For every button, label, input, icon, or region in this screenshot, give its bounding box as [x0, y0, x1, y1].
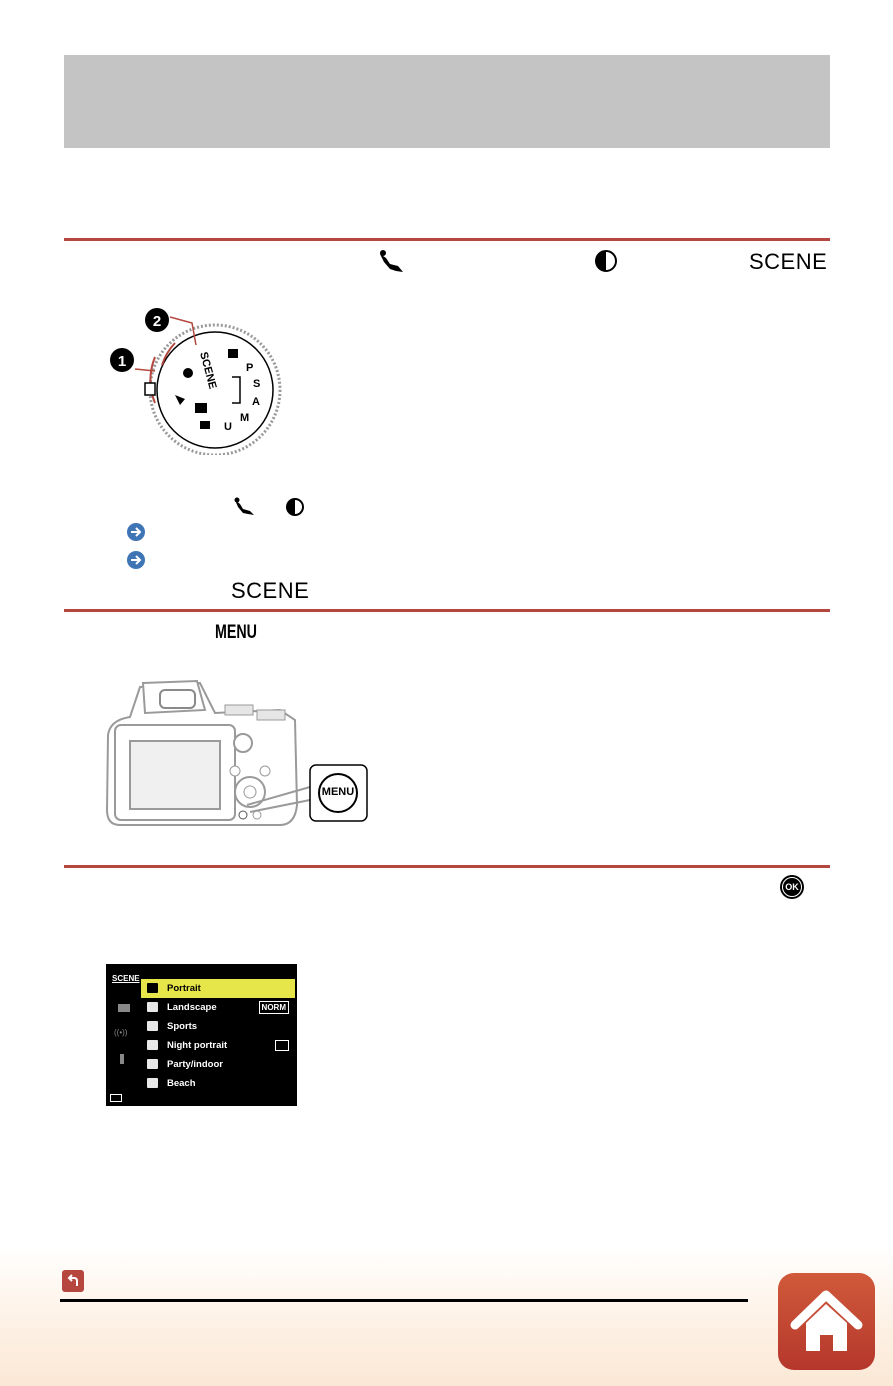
dial-p-label: P — [246, 362, 253, 374]
callout-2-label: 2 — [153, 313, 161, 330]
home-icon — [790, 1290, 863, 1351]
callout-1-badge — [110, 348, 134, 372]
callout-2-badge — [145, 308, 169, 332]
menu-item-portrait[interactable]: Portrait — [141, 979, 295, 998]
page-footer — [0, 1245, 893, 1386]
dial-m-label: M — [240, 412, 249, 424]
scene-mode-label: SCENE — [749, 249, 828, 274]
moon-icon — [286, 498, 304, 516]
menu-item-landscape[interactable]: Landscape NORM — [141, 998, 295, 1017]
scene-menu-screen: SCENE ((•)) Portrait Landscape NORM Spor… — [106, 964, 297, 1106]
home-button[interactable] — [778, 1273, 875, 1370]
image-quality-badge: NORM — [258, 1001, 289, 1014]
dial-a-label: A — [252, 396, 260, 408]
callout-1-label: 1 — [118, 353, 126, 370]
menu-button-label: MENU — [215, 622, 257, 643]
mode-dial-illustration: 1 2 SCENE P S A M U — [110, 308, 282, 455]
menu-item-night-portrait[interactable]: Night portrait — [141, 1036, 295, 1055]
menu-sidebar — [106, 964, 141, 1106]
menu-item-sports[interactable]: Sports — [141, 1017, 295, 1036]
page-header-band — [64, 55, 830, 148]
footer-rule — [60, 1299, 748, 1302]
moon-icon — [595, 250, 617, 272]
ok-button-label: OK — [782, 877, 802, 897]
battery-icon — [110, 1094, 122, 1102]
back-icon[interactable] — [62, 1270, 84, 1292]
menu-item-beach[interactable]: Beach — [141, 1074, 295, 1093]
ok-button-icon: OK — [780, 875, 804, 899]
bird-icon — [234, 497, 254, 515]
sidebar-scene-label: SCENE — [112, 974, 140, 983]
dial-u-label: U — [224, 421, 232, 433]
image-size-icon — [275, 1040, 289, 1051]
dial-s-label: S — [253, 378, 260, 390]
menu-item-party-indoor[interactable]: Party/indoor — [141, 1055, 295, 1074]
step-2-divider — [64, 609, 830, 612]
link-arrow-icon[interactable] — [127, 551, 145, 569]
bird-icon — [380, 250, 403, 272]
movie-icon — [118, 1004, 130, 1012]
menu-callout-label: MENU — [321, 786, 355, 798]
wireless-icon: ((•)) — [114, 1028, 128, 1037]
step-3-divider — [64, 865, 830, 868]
wrench-icon — [120, 1054, 124, 1064]
step-1-divider — [64, 238, 830, 241]
menu-title-bar — [141, 964, 297, 980]
scene-mode-label: SCENE — [231, 578, 310, 603]
camera-back-illustration — [105, 679, 368, 826]
link-arrow-icon[interactable] — [127, 523, 145, 541]
